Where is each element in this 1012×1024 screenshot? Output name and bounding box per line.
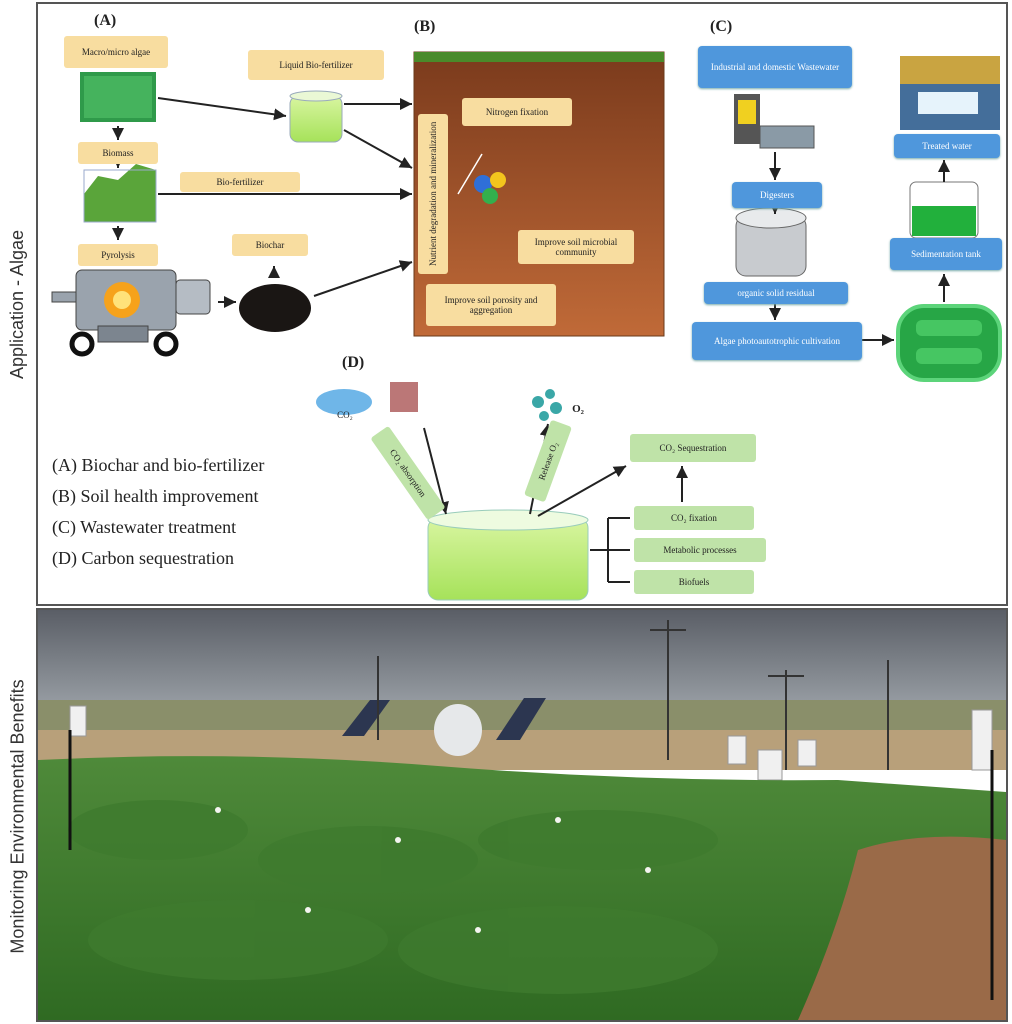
sky-area xyxy=(38,610,1006,710)
soil-microbial-label: Improve soil microbial community xyxy=(518,230,634,264)
metabolic-processes-label: Metabolic processes xyxy=(634,538,766,562)
biochar-label: Biochar xyxy=(232,234,308,256)
legend-item-c: (C) Wastewater treatment xyxy=(52,517,237,537)
monitoring-towers xyxy=(377,620,889,770)
bracket-lines xyxy=(590,517,630,583)
soil-path xyxy=(798,836,1006,1020)
liquid-fertilizer-beaker-icon xyxy=(289,90,343,143)
co2-fixation-label: CO₂ fixation xyxy=(634,506,754,530)
nutrient-mineralization-label: Nutrient degradation and mineralization xyxy=(418,114,448,274)
organic-residual-label: organic solid residual xyxy=(704,282,848,304)
factory-icon xyxy=(390,382,418,412)
digester-tanks-icon xyxy=(735,207,807,277)
wastewater-label: Industrial and domestic Wastewater xyxy=(698,46,852,88)
sedimentation-tank-label: Sedimentation tank xyxy=(890,238,1002,270)
dome-structure xyxy=(434,704,482,756)
side-label-application-text: Application - Algae xyxy=(7,229,28,379)
treated-water-label: Treated water xyxy=(894,134,1000,158)
digesters-label: Digesters xyxy=(732,182,822,208)
legend: (A) Biochar and bio-fertilizer (B) Soil … xyxy=(52,450,264,574)
field-monitoring-photo xyxy=(36,608,1008,1022)
pyrolysis-reactor-icon xyxy=(51,269,211,357)
pyrolysis-label: Pyrolysis xyxy=(78,244,158,266)
panel-a-letter: (A) xyxy=(94,12,117,29)
photoautotrophic-cultivation-label: Algae photoautotrophic cultivation xyxy=(692,322,862,360)
biofuels-label: Biofuels xyxy=(634,570,754,594)
legend-item-d: (D) Carbon sequestration xyxy=(52,548,234,568)
side-label-application: Application - Algae xyxy=(0,0,36,608)
legend-item-a: (A) Biochar and bio-fertilizer xyxy=(52,455,265,475)
algae-application-diagram: (A) (B) (C) (D) Macro/micro algae Biomas… xyxy=(36,2,1008,606)
sedimentation-beaker-icon xyxy=(909,181,979,239)
field-photo-illustration xyxy=(38,610,1006,1020)
o2-label: O₂ xyxy=(572,403,584,415)
panel-d-letter: (D) xyxy=(342,354,365,371)
side-label-monitoring: Monitoring Environmental Benefits xyxy=(0,608,36,1024)
microalgae-label: Macro/micro algae xyxy=(64,36,168,68)
monitoring-instruments xyxy=(69,705,993,781)
photobioreactor-icon xyxy=(896,304,1002,382)
biomass-label: Biomass xyxy=(78,142,158,164)
panel-c-letter: (C) xyxy=(710,18,733,35)
side-label-monitoring-text: Monitoring Environmental Benefits xyxy=(7,678,28,954)
biomass-image xyxy=(84,164,156,222)
nitrogen-fixation-label: Nitrogen fixation xyxy=(462,98,572,126)
algae-culture-beaker-icon xyxy=(427,509,589,601)
wastewater-machine-icon xyxy=(734,94,815,149)
legend-item-b: (B) Soil health improvement xyxy=(52,486,259,506)
co2-cloud-icon xyxy=(316,389,372,415)
panel-b-letter: (B) xyxy=(414,18,436,35)
soil-porosity-label: Improve soil porosity and aggregation xyxy=(426,284,556,326)
bio-fertilizer-label: Bio-fertilizer xyxy=(180,172,300,192)
co2-sequestration-label: CO₂ Sequestration xyxy=(630,434,756,462)
biochar-image xyxy=(239,284,311,332)
co2-cloud-label: CO₂ xyxy=(337,410,353,420)
liquid-fertilizer-label: Liquid Bio-fertilizer xyxy=(248,50,384,80)
